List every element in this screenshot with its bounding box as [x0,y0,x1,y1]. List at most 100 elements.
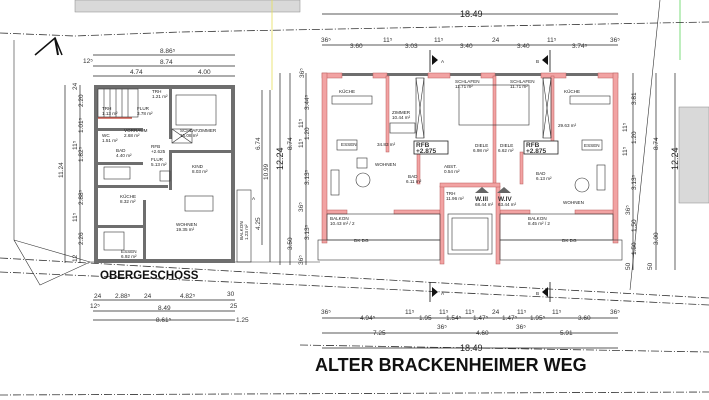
dimension-label: 11⁵ [72,140,79,150]
svg-text:BALKON: BALKON [239,221,244,240]
dimension-label: 25 [230,303,238,310]
dimension-label: 11⁵ [465,309,475,316]
svg-text:DK DG: DK DG [354,238,369,243]
svg-text:ABST.: ABST. [444,164,457,169]
dimension-label: 24 [492,309,500,316]
dimension-label: 3.03 [405,43,418,50]
dimension-label: 11⁵ [622,146,629,156]
svg-text:KÜCHE: KÜCHE [339,88,355,94]
dimension-label: 1.82⁵ [78,146,85,162]
dimension-label: 3.40 [460,43,473,50]
right-floor-plan [317,72,623,265]
dimension-label: 8.49 [158,305,171,312]
dimension-label: 11⁵ [439,309,449,316]
svg-text:SCHLAFEN: SCHLAFEN [510,79,535,84]
svg-text:19.35 m²: 19.35 m² [176,227,195,232]
dimension-label: 1.47⁵ [473,315,489,322]
svg-text:6.13 m²: 6.13 m² [536,176,552,181]
dimension-label: 7.25 [373,330,386,337]
dimension-label: 1.54⁵ [446,315,462,322]
dimension-label: 3.81 [631,92,638,105]
dimension-label: 5.91 [560,330,573,337]
svg-text:BALKON: BALKON [528,216,547,221]
dimension-label: 36⁵ [298,202,305,212]
svg-text:8.32 m²: 8.32 m² [120,199,136,204]
svg-text:11.96 m²: 11.96 m² [446,196,464,201]
dimension-label: 8.74 [653,137,660,150]
svg-text:5.13 m²: 5.13 m² [151,162,167,167]
dimension-label: 30 [227,291,235,298]
rfb-box [523,140,559,155]
section-marker-b-icon [542,282,551,302]
dimension-label: 36⁵ [298,255,305,265]
svg-text:6.62 m²: 6.62 m² [498,148,514,153]
dimension-label: 8.86⁵ [160,48,176,55]
dimension-label: 3.60 [578,315,591,322]
dimension-label: 11⁵ [517,309,527,316]
dimension-label: 12.24 [275,147,285,170]
svg-text:KÜCHE: KÜCHE [120,193,136,199]
svg-text:10.44 m²: 10.44 m² [392,115,411,120]
dimension-label: 10.99 [263,163,270,180]
dimension-label: 3.13⁵ [631,174,638,190]
svg-text:WOHNEN: WOHNEN [375,162,396,167]
svg-text:SCHLAFZIMMER: SCHLAFZIMMER [180,128,217,133]
svg-text:ESSEN: ESSEN [341,142,357,147]
dimension-label: 4.60 [476,330,489,337]
svg-text:RFB: RFB [526,142,540,149]
dimension-label: 2.88⁵ [115,293,131,300]
svg-text:TRH: TRH [446,191,455,196]
dimension-label: 6.74 [255,137,262,150]
left-floor-plan [94,85,252,263]
dimension-label: 3.60 [350,43,363,50]
dimension-label: 3.50 [287,237,294,250]
dimension-label: 50 [647,262,654,270]
svg-text:10.43 m² / 2: 10.43 m² / 2 [330,221,355,226]
dimension-label: 50 [625,262,632,270]
svg-text:0.54 m²: 0.54 m² [444,169,460,174]
svg-text:4.40 m²: 4.40 m² [116,153,132,158]
dimension-label: 11.24 [58,162,65,178]
dimension-label: 36⁵ [299,68,306,78]
svg-text:TRH: TRH [152,89,161,94]
svg-text:8.45 m² / 2: 8.45 m² / 2 [528,221,550,226]
dimension-label: 18.49 [460,343,483,353]
dimension-label: 36⁵ [321,309,331,316]
dimension-label: 1.95 [419,315,432,322]
svg-text:34.83 m²: 34.83 m² [377,142,396,147]
dimension-label: 12⁵ [90,303,100,310]
neighbour-building [74,0,301,13]
section-marker-label: B [536,291,539,296]
dimension-lines [64,13,676,349]
rfb-box [413,140,449,155]
dimension-label: 36⁵ [625,205,632,215]
dimension-label: 1.50 [631,219,638,232]
section-marker-b-icon [542,50,551,72]
dimension-label: 1.20 [631,131,638,144]
dimension-label: 24 [94,293,102,300]
svg-text:FLUR: FLUR [137,106,150,111]
dimension-label: 1.50 [631,242,638,255]
dimension-label: 11⁵ [434,37,444,44]
dimension-label: 8.61⁵ [156,317,172,324]
section-marker-label: A [252,196,256,201]
dimension-label: 4.00 [198,69,211,76]
dimension-label: 3.74⁵ [572,43,588,50]
svg-text:ESSEN: ESSEN [121,249,137,254]
svg-text:6.11 m²: 6.11 m² [406,179,422,184]
svg-text:29.63 m²: 29.63 m² [558,123,577,128]
section-marker-label: A [441,291,445,296]
dimension-label: 24 [144,293,152,300]
dimension-label: 1.01⁵ [78,117,85,133]
dimension-label: 24 [492,37,500,44]
svg-text:1.51 m²: 1.51 m² [102,138,118,143]
svg-text:KÜCHE: KÜCHE [564,88,580,94]
dimension-label: 8.74 [160,59,173,66]
svg-text:W.IV: W.IV [498,196,512,203]
north-arrow-icon [34,36,63,56]
svg-text:1.23 m²: 1.23 m² [244,224,249,240]
dimension-label: 4.74 [130,69,143,76]
